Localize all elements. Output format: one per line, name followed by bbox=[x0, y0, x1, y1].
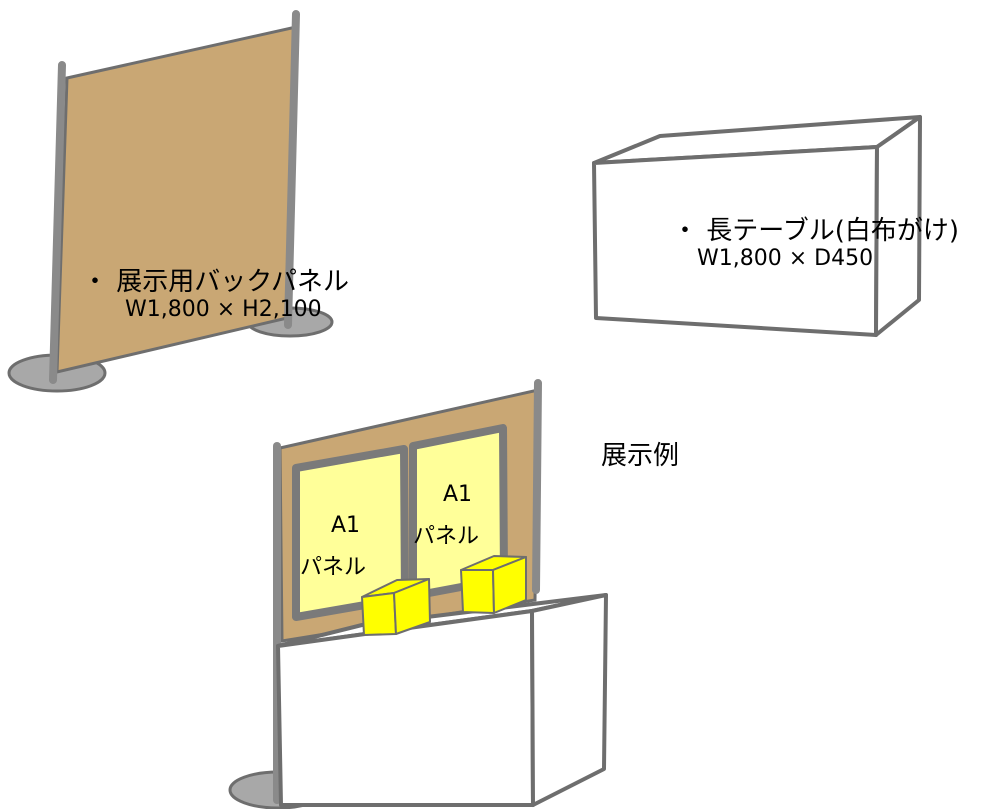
example-illustration bbox=[228, 379, 608, 809]
back-panel-label: ・ 展示用バックパネル bbox=[82, 267, 349, 297]
long-table-label: ・ 長テーブル(白布がけ) bbox=[672, 216, 959, 246]
example-table-front bbox=[276, 609, 535, 807]
panel-pole-right bbox=[284, 10, 300, 329]
example-pole-right bbox=[532, 379, 542, 594]
poster-right-line1: A1 bbox=[443, 482, 473, 507]
back-panel-dims: W1,800 × H2,100 bbox=[125, 297, 322, 322]
table-side bbox=[874, 115, 922, 337]
panel-pole-left bbox=[49, 61, 66, 384]
poster-left-line2: パネル bbox=[300, 555, 367, 580]
long-table-dims: W1,800 × D450 bbox=[697, 246, 874, 271]
poster-right-line2: パネル bbox=[413, 524, 480, 549]
back-panel-illustration bbox=[7, 10, 334, 393]
example-table bbox=[276, 593, 608, 807]
display-box-left bbox=[361, 578, 431, 636]
example-table-side bbox=[530, 593, 608, 807]
display-box-right bbox=[460, 555, 527, 614]
example-title: 展示例 bbox=[601, 441, 680, 471]
long-table-illustration bbox=[592, 115, 922, 337]
poster-left-line1: A1 bbox=[331, 513, 361, 538]
